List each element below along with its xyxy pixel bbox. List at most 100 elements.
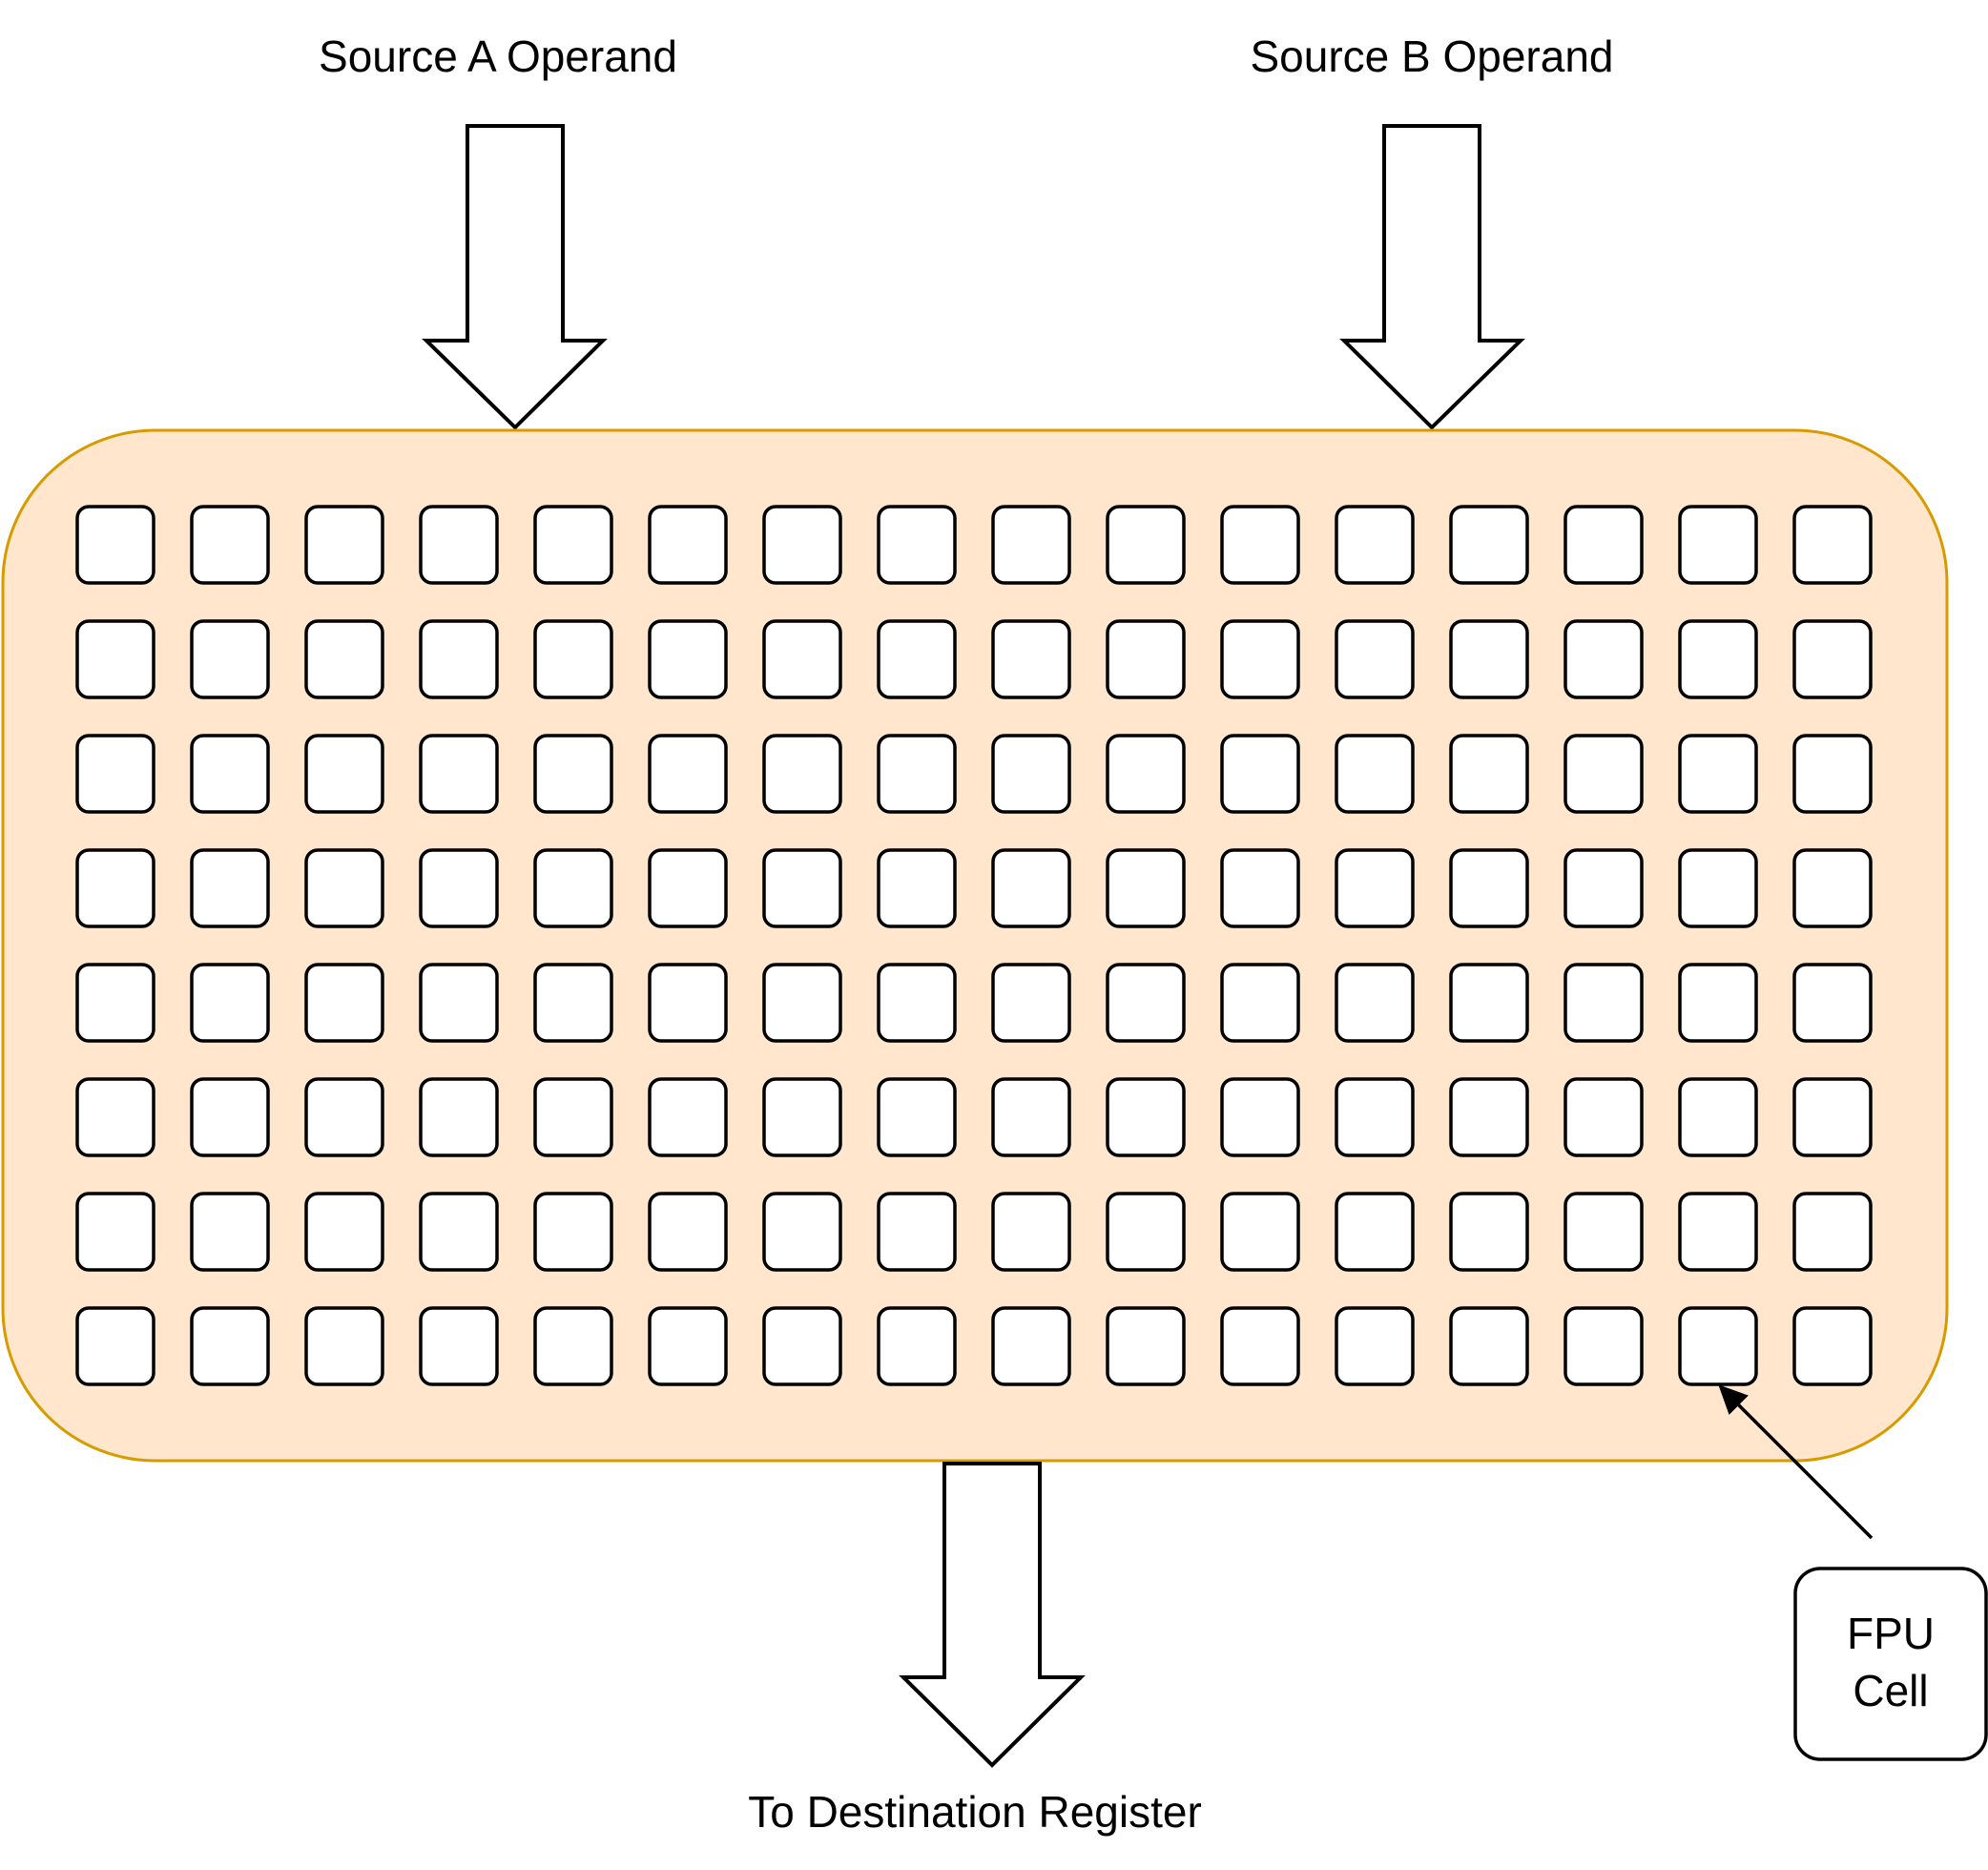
fpu-cell: [1220, 1077, 1300, 1157]
fpu-cell: [877, 1306, 957, 1386]
fpu-cell: [648, 734, 728, 814]
fpu-cell: [991, 848, 1071, 928]
fpu-cell: [75, 505, 155, 585]
fpu-cell: [648, 1192, 728, 1272]
fpu-cell: [1563, 505, 1644, 585]
fpu-cell: [1449, 734, 1529, 814]
fpu-cell: [533, 1306, 613, 1386]
fpu-cell: [1106, 619, 1186, 699]
fpu-cell: [1563, 1077, 1644, 1157]
fpu-cell: [1449, 619, 1529, 699]
fpu-cell: [877, 619, 957, 699]
fpu-cell: [762, 963, 842, 1043]
fpu-cell: [1678, 848, 1758, 928]
fpu-cell: [533, 619, 613, 699]
fpu-cell: [1678, 963, 1758, 1043]
fpu-cell: [877, 963, 957, 1043]
fpu-cell: [419, 1077, 499, 1157]
fpu-cell: [419, 619, 499, 699]
fpu-cell: [991, 619, 1071, 699]
fpu-cell: [1220, 734, 1300, 814]
fpu-cell: [1678, 1192, 1758, 1272]
fpu-cell: [762, 505, 842, 585]
fpu-cell: [190, 848, 270, 928]
fpu-cell: [1449, 963, 1529, 1043]
fpu-cell: [304, 1306, 384, 1386]
fpu-cell: [1335, 963, 1415, 1043]
fpu-cell: [1335, 1192, 1415, 1272]
fpu-cell: [190, 963, 270, 1043]
fpu-cell: [1449, 1077, 1529, 1157]
fpu-cell: [1220, 848, 1300, 928]
fpu-cell: [762, 619, 842, 699]
fpu-cell: [1792, 963, 1873, 1043]
fpu-cell: [75, 1192, 155, 1272]
fpu-cell: [75, 619, 155, 699]
fpu-cell: [648, 848, 728, 928]
fpu-cell: [1335, 619, 1415, 699]
fpu-cell: [1563, 1192, 1644, 1272]
fpu-cell: [1335, 505, 1415, 585]
destination-label: To Destination Register: [748, 1787, 1202, 1837]
fpu-cell: [533, 963, 613, 1043]
fpu-cell: [762, 848, 842, 928]
fpu-cell: [1220, 619, 1300, 699]
fpu-array: [1, 428, 1949, 1463]
fpu-cell: [648, 619, 728, 699]
fpu-cell: [1106, 734, 1186, 814]
fpu-cell: [991, 1306, 1071, 1386]
fpu-cell: [1678, 619, 1758, 699]
fpu-cell: [1449, 848, 1529, 928]
fpu-cell: [991, 963, 1071, 1043]
fpu-cell: [1106, 1192, 1186, 1272]
fpu-cell: [304, 619, 384, 699]
fpu-cell: [75, 848, 155, 928]
fpu-cell: [1106, 505, 1186, 585]
fpu-cell: [190, 619, 270, 699]
source-a-arrow: [422, 124, 608, 430]
fpu-cell: [1220, 963, 1300, 1043]
fpu-cell: [1678, 734, 1758, 814]
fpu-cell: [304, 734, 384, 814]
fpu-cell: [1792, 848, 1873, 928]
fpu-cell: [1335, 1077, 1415, 1157]
fpu-cell: [1220, 1306, 1300, 1386]
fpu-cell: [533, 1192, 613, 1272]
fpu-cell: [877, 1192, 957, 1272]
fpu-cell: [419, 963, 499, 1043]
legend-pointer-line: [1729, 1396, 1874, 1540]
fpu-cell-grid: [75, 505, 1873, 1386]
fpu-cell: [190, 505, 270, 585]
fpu-cell: [762, 1192, 842, 1272]
fpu-cell: [304, 1192, 384, 1272]
source-b-arrow: [1339, 124, 1525, 430]
fpu-cell: [75, 1077, 155, 1157]
fpu-cell: [1792, 734, 1873, 814]
fpu-cell: [1449, 1192, 1529, 1272]
fpu-cell: [419, 505, 499, 585]
fpu-cell: [1792, 1306, 1873, 1386]
fpu-cell: [1792, 1077, 1873, 1157]
fpu-cell: [75, 1306, 155, 1386]
fpu-cell: [1792, 1192, 1873, 1272]
legend-label-fpu: FPU: [1847, 1609, 1935, 1658]
fpu-cell: [419, 1192, 499, 1272]
fpu-cell: [991, 1077, 1071, 1157]
fpu-cell: [1563, 734, 1644, 814]
fpu-cell: [75, 734, 155, 814]
fpu-cell: [304, 963, 384, 1043]
fpu-cell: [1106, 1306, 1186, 1386]
fpu-cell: [1335, 848, 1415, 928]
fpu-cell: [1106, 963, 1186, 1043]
fpu-cell: [877, 734, 957, 814]
fpu-cell: [304, 505, 384, 585]
fpu-cell: [1678, 1306, 1758, 1386]
legend-label-cell: Cell: [1853, 1666, 1928, 1715]
fpu-cell: [1220, 1192, 1300, 1272]
fpu-cell: [1563, 848, 1644, 928]
fpu-cell: [1106, 1077, 1186, 1157]
fpu-cell: [1678, 1077, 1758, 1157]
fpu-cell: [533, 1077, 613, 1157]
fpu-cell: [991, 505, 1071, 585]
fpu-cell: [533, 848, 613, 928]
